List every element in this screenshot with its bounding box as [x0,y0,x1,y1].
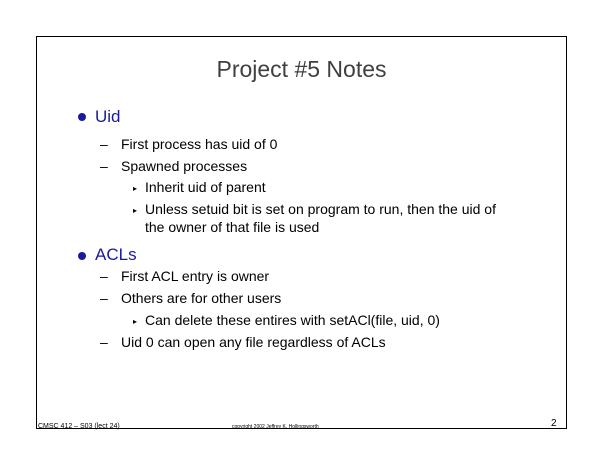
sub-list-item-continuation: the owner of that file is used [145,219,320,235]
dash-icon: – [100,334,108,350]
triangle-bullet-icon: ▸ [133,206,138,215]
section-heading-uid: Uid [95,107,121,126]
list-item: Others are for other users [121,290,282,306]
sub-list-item: Unless setuid bit is set on program to r… [145,201,496,217]
bullet-dot-icon [78,252,86,260]
dash-icon: – [100,268,108,284]
dash-icon: – [100,290,108,306]
bullet-dot-icon [78,113,86,121]
list-item: First process has uid of 0 [121,136,278,152]
footer-copyright: copyright 2002 Jeffrey K. Hollingsworth [232,424,319,430]
sub-list-item: Can delete these entires with setACl(fil… [145,312,440,328]
dash-icon: – [100,158,108,174]
triangle-bullet-icon: ▸ [133,317,138,326]
list-item: First ACL entry is owner [121,268,270,284]
slide-title: Project #5 Notes [216,56,387,82]
list-item: Uid 0 can open any file regardless of AC… [121,334,386,350]
dash-icon: – [100,136,108,152]
section-heading-acls: ACLs [95,245,137,264]
triangle-bullet-icon: ▸ [133,184,138,193]
page-number: 2 [551,418,557,429]
sub-list-item: Inherit uid of parent [145,179,266,195]
list-item: Spawned processes [121,158,248,174]
slide-frame [36,36,567,429]
footer-course: CMSC 412 – S03 (lect 24) [38,423,120,430]
